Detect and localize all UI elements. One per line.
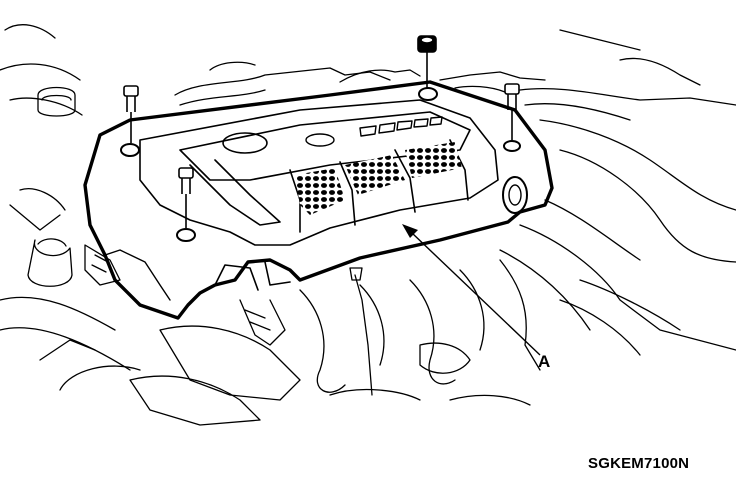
figure-code: SGKEM7100N xyxy=(588,455,690,472)
callout-label: A xyxy=(538,352,551,371)
mounting-bolts xyxy=(123,35,520,228)
callout-arrow xyxy=(402,224,541,356)
engine-cover xyxy=(83,80,554,320)
cover-bolt-holes xyxy=(120,87,521,242)
engine-bay-background xyxy=(0,24,736,426)
